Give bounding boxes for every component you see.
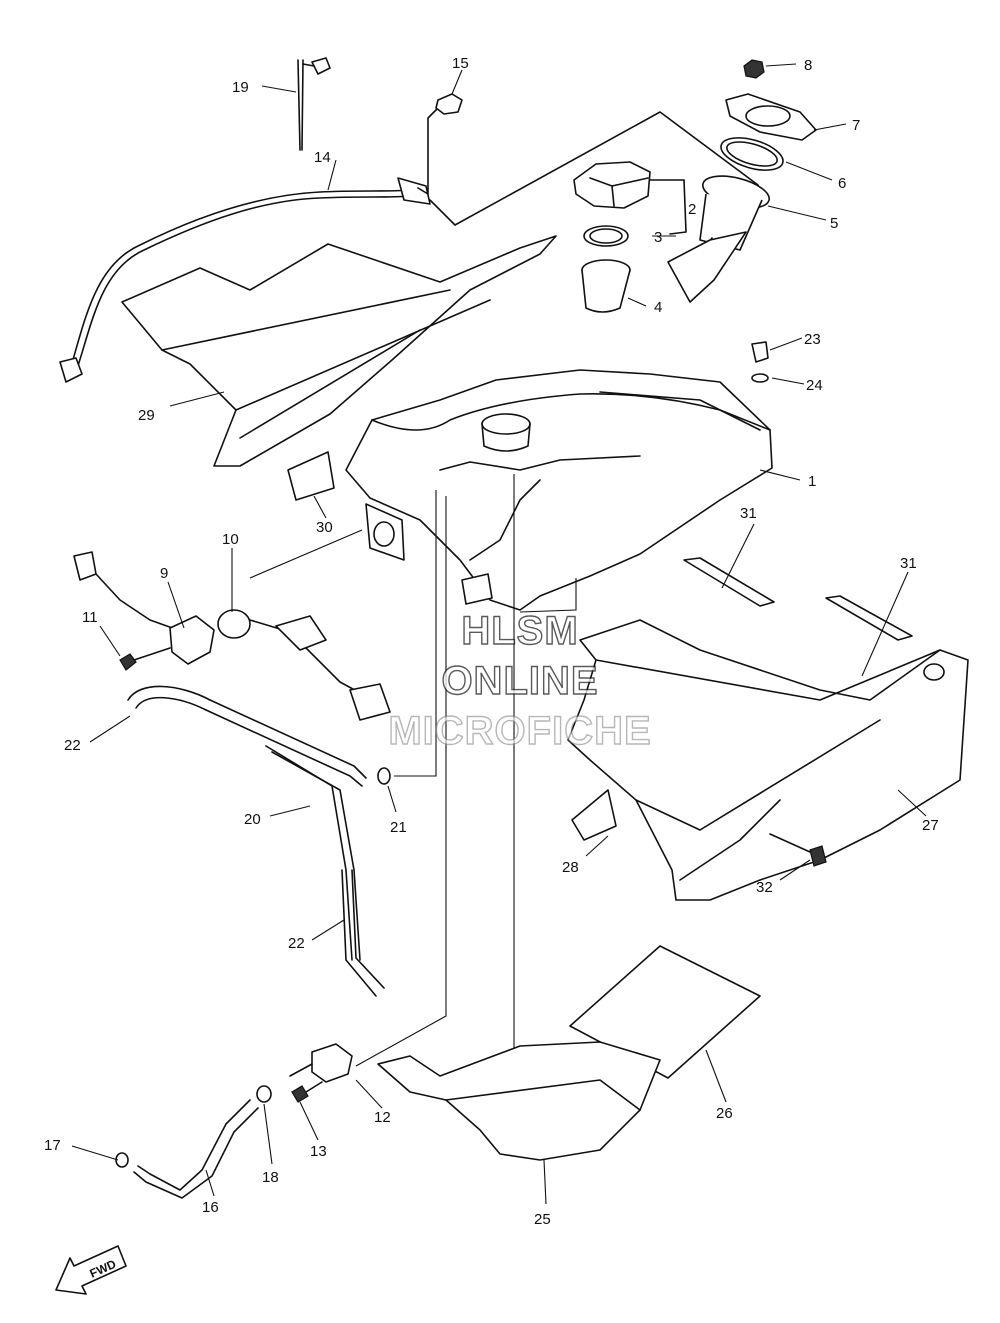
callout-25: 25 [534,1211,551,1228]
screw-11 [119,647,171,671]
clamp-15 [435,93,463,115]
clamp-18 [256,1085,272,1103]
callout-10: 10 [222,531,239,548]
fuel-cock-12 [289,1043,353,1083]
leader-lines [249,474,577,1100]
hose-16 [133,1099,259,1199]
breather-hose-14 [59,103,759,383]
callout-31-a: 31 [740,505,757,522]
callout-4: 4 [654,299,662,316]
callout-19: 19 [232,79,249,96]
callout-17: 17 [44,1137,61,1154]
watermark-line-2: ONLINE [441,659,598,703]
connector-9 [73,551,215,665]
callout-27: 27 [922,817,939,834]
clamp-17 [115,1152,129,1168]
pad-28 [571,789,617,841]
gasket-3 [583,225,629,247]
callout-1: 1 [808,473,816,490]
callout-22-upper: 22 [64,737,81,754]
callout-11: 11 [82,609,98,626]
plate-7 [725,93,817,141]
callout-5: 5 [830,215,838,232]
filler-neck-4 [581,259,631,313]
bolt-32 [769,833,827,867]
callout-22-lower: 22 [288,935,305,952]
o-ring-10 [217,609,391,721]
callout-labels: 1 2 3 4 5 6 7 8 9 10 11 12 13 14 15 16 1… [44,55,939,1228]
hose-22-lower [341,869,385,997]
pad-31-b [825,595,913,641]
fuel-tank-1 [345,369,773,611]
lower-cover-25 [377,1041,661,1161]
collar-23 [751,341,769,363]
callout-20: 20 [244,811,261,828]
callout-16: 16 [202,1199,219,1216]
callout-24: 24 [806,377,823,394]
callout-8: 8 [804,57,812,74]
callout-7: 7 [852,117,860,134]
fuel-pump-5 [667,175,770,303]
callout-6: 6 [838,175,846,192]
watermark: HLSM ONLINE MICROFICHE [388,608,652,753]
callout-12: 12 [374,1109,391,1126]
callout-13: 13 [310,1143,327,1160]
washer-24 [751,373,769,383]
fwd-arrow-icon [55,1245,127,1295]
watermark-line-3: MICROFICHE [388,709,651,753]
callout-18: 18 [262,1169,279,1186]
watermark-line-1: HLSM [461,609,578,653]
callout-29: 29 [138,407,155,424]
callout-2: 2 [688,201,696,218]
gasket-6 [720,137,784,171]
pad-30 [287,451,335,501]
callout-9: 9 [160,565,168,582]
callout-14: 14 [314,149,331,166]
hose-20 [205,699,367,961]
callout-32: 32 [756,879,773,896]
hose-22-upper [127,685,211,711]
clamp-21 [377,767,391,785]
callout-15: 15 [452,55,469,72]
screw-13 [291,1081,323,1103]
callout-28: 28 [562,859,579,876]
callout-30: 30 [316,519,333,536]
cable-tie-19 [297,57,331,151]
callout-21: 21 [390,819,407,836]
callout-26: 26 [716,1105,733,1122]
side-cover-right-27 [567,619,969,901]
callout-31-b: 31 [900,555,917,572]
nut-8 [743,59,765,79]
callout-3: 3 [654,229,662,246]
callout-leaders [71,63,927,1205]
pad-31-a [683,557,775,607]
callout-23: 23 [804,331,821,348]
side-cover-left-29 [121,235,557,467]
fuel-cap-2 [573,161,687,235]
